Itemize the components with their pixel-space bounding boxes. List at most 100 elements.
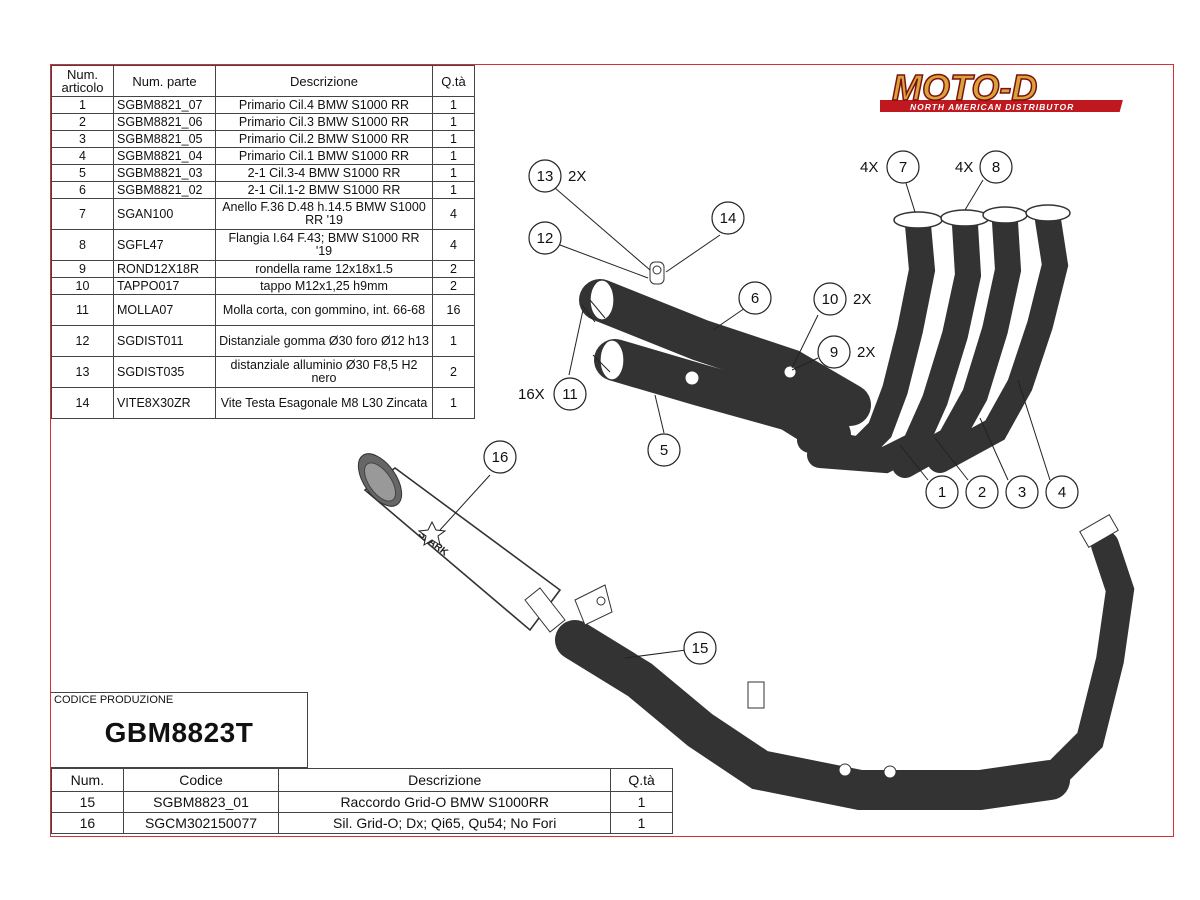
cell-code: SGBM8821_03	[113, 164, 216, 182]
cell-code: SGCM302150077	[122, 812, 280, 834]
callout-10: 10 2X	[813, 282, 871, 316]
cell-num: 5	[51, 164, 114, 182]
cell-num: 1	[51, 96, 114, 114]
drawing-frame	[50, 64, 1174, 837]
svg-text:2: 2	[978, 484, 986, 501]
svg-text:15: 15	[692, 640, 709, 657]
svg-text:14: 14	[720, 210, 737, 227]
cell-qty: 1	[432, 387, 475, 419]
cell-qty: 1	[432, 181, 475, 199]
svg-text:5: 5	[660, 442, 668, 459]
header-code: Codice	[122, 768, 280, 792]
cell-num: 11	[51, 294, 114, 326]
svg-text:NORTH AMERICAN DISTRIBUTOR: NORTH AMERICAN DISTRIBUTOR	[910, 102, 1074, 112]
header-assembly	[579, 204, 1071, 478]
svg-text:16X: 16X	[518, 386, 545, 403]
cell-desc: Raccordo Grid-O BMW S1000RR	[278, 791, 612, 813]
cell-code: ROND12X18R	[113, 260, 216, 278]
cell-desc: Sil. Grid-O; Dx; Qi65, Qu54; No Fori	[278, 812, 612, 834]
callout-8: 8 4X	[955, 150, 1013, 184]
cell-desc: 2-1 Cil.3-4 BMW S1000 RR	[215, 164, 433, 182]
callout-9: 9 2X	[817, 335, 875, 369]
moto-d-logo: MOTO-D NORTH AMERICAN DISTRIBUTOR	[880, 66, 1123, 112]
callout-3: 3	[1005, 475, 1039, 509]
cell-desc: Distanziale gomma Ø30 foro Ø12 h13	[215, 325, 433, 357]
cell-num: 2	[51, 113, 114, 131]
header-num: Num. articolo	[51, 65, 114, 97]
callout-5: 5	[647, 433, 681, 467]
cell-qty: 1	[432, 96, 475, 114]
callout-1: 1	[925, 475, 959, 509]
cell-qty: 4	[432, 229, 475, 261]
cell-desc: 2-1 Cil.1-2 BMW S1000 RR	[215, 181, 433, 199]
cell-code: VITE8X30ZR	[113, 387, 216, 419]
svg-text:4: 4	[1058, 484, 1066, 501]
cell-code: SGBM8821_05	[113, 130, 216, 148]
svg-text:1: 1	[938, 484, 946, 501]
callout-15: 15	[683, 631, 717, 665]
cell-code: SGBM8821_07	[113, 96, 216, 114]
header-qty: Q.tà	[610, 768, 673, 792]
parts-table: Num. articolo Num. parte Descrizione Q.t…	[51, 65, 475, 419]
cell-num: 8	[51, 229, 114, 261]
cell-desc: Flangia I.64 F.43; BMW S1000 RR '19	[215, 229, 433, 261]
cell-num: 15	[51, 791, 124, 813]
cell-qty: 1	[432, 164, 475, 182]
callout-6: 6	[738, 281, 772, 315]
parts-table-header: Num. articolo Num. parte Descrizione Q.t…	[51, 65, 475, 97]
cell-code: MOLLA07	[113, 294, 216, 326]
cell-num: 7	[51, 198, 114, 230]
svg-text:12: 12	[537, 230, 554, 247]
cell-code: SGDIST011	[113, 325, 216, 357]
svg-text:MOTO-D: MOTO-D	[892, 67, 1037, 108]
star-icon	[417, 520, 447, 547]
cell-qty: 4	[432, 198, 475, 230]
header-desc: Descrizione	[278, 768, 612, 792]
svg-text:8: 8	[992, 159, 1000, 176]
silencer-assembly	[357, 453, 1135, 810]
svg-text:2X: 2X	[857, 344, 875, 361]
production-code-box: CODICE PRODUZIONE GBM8823T	[51, 692, 308, 768]
cell-code: SGFL47	[113, 229, 216, 261]
cell-num: 16	[51, 812, 124, 834]
production-code: GBM8823T	[104, 717, 254, 748]
cell-num: 10	[51, 277, 114, 295]
svg-text:11: 11	[562, 386, 578, 403]
header-num: Num.	[51, 768, 124, 792]
cell-qty: 2	[432, 356, 475, 388]
cell-code: SGBM8823_01	[122, 791, 280, 813]
svg-text:10: 10	[822, 291, 839, 308]
cell-code: SGBM8821_06	[113, 113, 216, 131]
cell-num: 14	[51, 387, 114, 419]
svg-text:4X: 4X	[860, 159, 878, 176]
cell-code: SGBM8821_04	[113, 147, 216, 165]
cell-desc: Primario Cil.1 BMW S1000 RR	[215, 147, 433, 165]
callout-7: 7 4X	[860, 150, 920, 184]
callout-2: 2	[965, 475, 999, 509]
cell-qty: 1	[610, 812, 673, 834]
cell-desc: rondella rame 12x18x1.5	[215, 260, 433, 278]
callout-11: 11 16X	[518, 377, 587, 411]
svg-text:9: 9	[830, 344, 838, 361]
cell-desc: Anello F.36 D.48 h.14.5 BMW S1000 RR '19	[215, 198, 433, 230]
svg-text:2X: 2X	[853, 291, 871, 308]
cell-code: SGAN100	[113, 198, 216, 230]
svg-text:2X: 2X	[568, 168, 586, 185]
callout-16: 16	[483, 440, 517, 474]
cell-num: 3	[51, 130, 114, 148]
svg-text:13: 13	[537, 168, 554, 185]
cell-qty: 1	[432, 147, 475, 165]
cell-num: 6	[51, 181, 114, 199]
cell-qty: 16	[432, 294, 475, 326]
